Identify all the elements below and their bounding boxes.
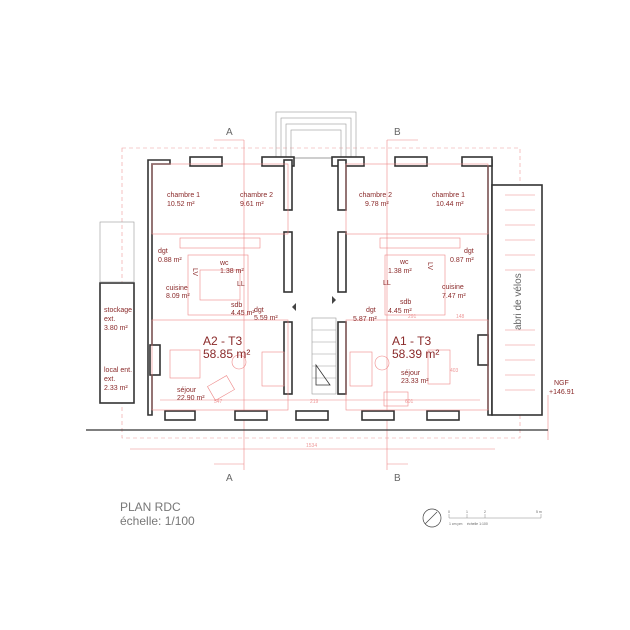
scale-tick: 2 <box>484 510 486 514</box>
room-name: séjour <box>401 370 421 377</box>
annex-name: stockage <box>104 307 132 314</box>
room-area: 5.59 m² <box>254 315 278 322</box>
room-name: cuisine <box>166 285 188 292</box>
level-value: +146.91 <box>549 389 575 396</box>
section-mark-a-bottom: A <box>226 473 233 484</box>
room-name: dgt <box>254 307 264 314</box>
room-area: 1.38 m² <box>220 268 244 275</box>
staircase <box>292 296 337 395</box>
annex-area: 3.80 m² <box>104 325 128 332</box>
apartment-name: A2 - T3 <box>203 334 242 348</box>
scale-tick: 1 <box>466 510 468 514</box>
level-label: NGF <box>554 380 569 387</box>
room-area: 7.47 m² <box>442 293 466 300</box>
annex-area: 2.33 m² <box>104 385 128 392</box>
scale-tick: 0 <box>448 510 450 514</box>
scale-tick: 5 m <box>536 510 542 514</box>
apartment-area: 58.85 m² <box>203 347 250 361</box>
apartment-area: 58.39 m² <box>392 347 439 361</box>
room-name: wc <box>399 259 409 266</box>
laundry-label: LL <box>383 280 391 287</box>
room-name: chambre 1 <box>432 192 465 199</box>
entry-arrow-left-icon <box>292 303 296 311</box>
annex-name: local ent. <box>104 367 132 374</box>
room-area: 4.45 m² <box>231 310 255 317</box>
room-area: 1.38 m² <box>388 268 412 275</box>
room-area: 9.61 m² <box>240 201 264 208</box>
partitions <box>151 163 489 411</box>
dimension-overall: 1534 <box>306 443 317 449</box>
plan-title: PLAN RDC <box>120 500 181 514</box>
dimension: 219 <box>310 399 319 405</box>
annex-structures <box>99 184 543 416</box>
scale-note: échelle 1:100 <box>467 522 488 526</box>
room-name: cuisine <box>442 284 464 291</box>
room-area: 0.88 m² <box>158 257 182 264</box>
scale-bar: 0 1 2 5 m 1 cm pm échelle 1:100 <box>448 510 542 526</box>
apartment-a1: chambre 2 9.78 m² chambre 1 10.44 m² dgt… <box>353 192 474 385</box>
room-area: 10.52 m² <box>167 201 195 208</box>
room-name: dgt <box>366 307 376 314</box>
walls <box>86 156 548 431</box>
entrance-steps <box>275 111 357 159</box>
laundry-label: LL <box>237 281 245 288</box>
room-name: wc <box>219 260 229 267</box>
entry-arrow-right-icon <box>332 296 336 304</box>
dimension: 148 <box>456 314 465 320</box>
north-arrow-icon <box>422 508 442 528</box>
room-name: dgt <box>464 248 474 255</box>
section-mark-b-bottom: B <box>394 473 401 484</box>
room-name: chambre 2 <box>240 192 273 199</box>
room-area: 10.44 m² <box>436 201 464 208</box>
scale-note: 1 cm pm <box>449 522 463 526</box>
annex-name: ext. <box>104 376 115 383</box>
room-area: 4.45 m² <box>388 308 412 315</box>
dimension: 291 <box>408 314 417 320</box>
dimension: 403 <box>450 368 459 374</box>
dimension: 547 <box>214 399 223 405</box>
annex-name: ext. <box>104 316 115 323</box>
room-area: 23.33 m² <box>401 378 429 385</box>
room-area: 0.87 m² <box>450 257 474 264</box>
plan-scale: échelle: 1/100 <box>120 514 195 528</box>
room-name: dgt <box>158 248 168 255</box>
room-name: sdb <box>231 302 242 309</box>
room-area: 8.09 m² <box>166 293 190 300</box>
room-name: chambre 1 <box>167 192 200 199</box>
room-area: 5.87 m² <box>353 316 377 323</box>
apartment-a2: chambre 1 10.52 m² chambre 2 9.61 m² dgt… <box>158 192 278 402</box>
room-area: 9.78 m² <box>365 201 389 208</box>
room-name: sdb <box>400 299 411 306</box>
dimension: 601 <box>405 399 414 405</box>
room-name: chambre 2 <box>359 192 392 199</box>
section-mark-b-top: B <box>394 127 401 138</box>
apartment-name: A1 - T3 <box>392 334 431 348</box>
section-mark-a-top: A <box>226 127 233 138</box>
room-name: séjour <box>177 387 197 394</box>
bike-shelter-label: abri de vélos <box>513 273 524 330</box>
sink-label: LV <box>426 262 433 270</box>
sink-label: LV <box>191 268 198 276</box>
room-area: 22.90 m² <box>177 395 205 402</box>
